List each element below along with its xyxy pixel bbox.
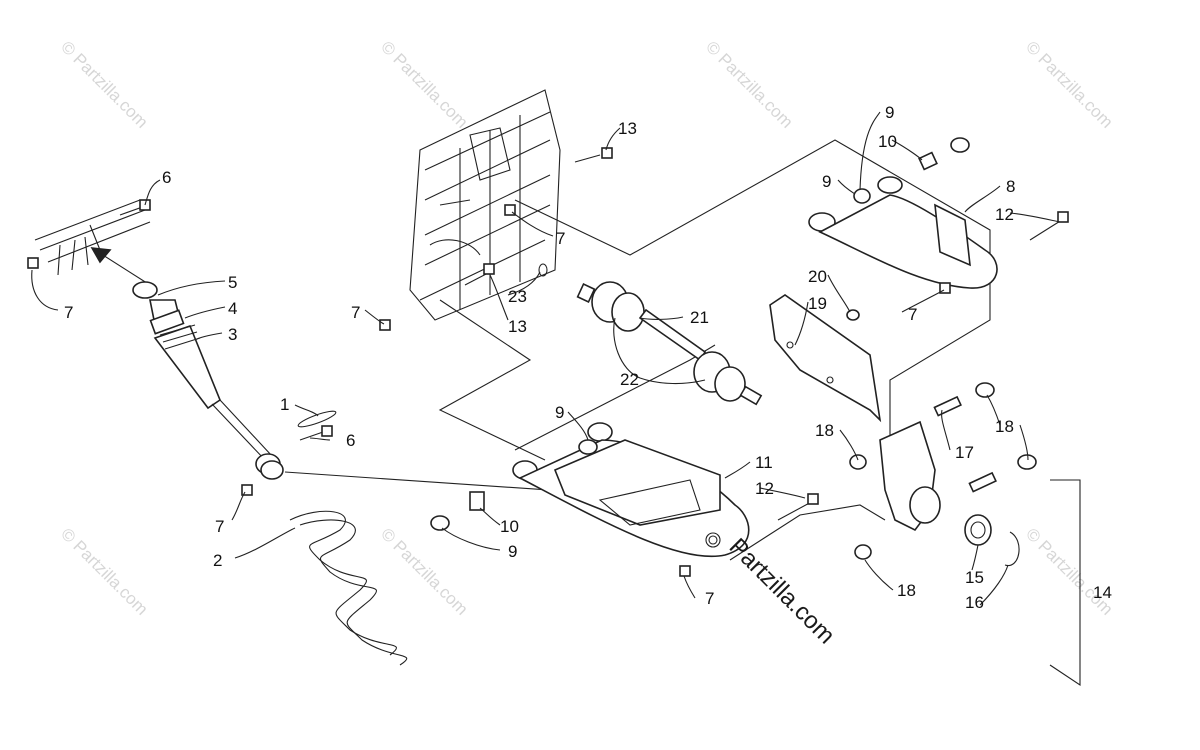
callout-6: 6 — [162, 168, 171, 187]
callout-9: 9 — [508, 542, 517, 561]
callout-23: 23 — [508, 287, 527, 306]
callout-5: 5 — [228, 273, 237, 292]
callout-2: 2 — [213, 551, 222, 570]
callout-9: 9 — [555, 403, 564, 422]
watermark-text: © Partzilla.com — [377, 524, 471, 618]
hardware — [27, 137, 1069, 577]
watermark-text: © Partzilla.com — [1022, 37, 1116, 131]
callout-leaders — [31, 111, 1061, 606]
callout-14: 14 — [1093, 583, 1112, 602]
callout-10: 10 — [878, 132, 897, 151]
callout-10: 10 — [500, 517, 519, 536]
callout-21: 21 — [690, 308, 709, 327]
callout-7: 7 — [64, 303, 73, 322]
shock-frame-mount — [34, 199, 151, 276]
watermark-text: © Partzilla.com — [377, 37, 471, 131]
callout-18: 18 — [815, 421, 834, 440]
watermark-text: © Partzilla.com — [57, 37, 151, 131]
callout-16: 16 — [965, 593, 984, 612]
callout-22: 22 — [620, 370, 639, 389]
arrow-head — [90, 247, 112, 264]
steering-knuckle — [879, 420, 1020, 566]
callout-18: 18 — [995, 417, 1014, 436]
guide-lines — [90, 139, 1081, 687]
watermark-text: © Partzilla.com — [702, 37, 796, 131]
callout-7: 7 — [705, 589, 714, 608]
frame-assembly — [409, 89, 561, 321]
callout-9: 9 — [822, 172, 831, 191]
callout-20: 20 — [808, 267, 827, 286]
callout-8: 8 — [1006, 177, 1015, 196]
watermark-text: © Partzilla.com — [1022, 524, 1116, 618]
callout-3: 3 — [228, 325, 237, 344]
drive-axle — [576, 281, 763, 406]
watermark-text: © Partzilla.com — [57, 524, 151, 618]
callout-4: 4 — [228, 299, 237, 318]
callout-7: 7 — [215, 517, 224, 536]
shock-absorber — [132, 281, 284, 480]
callout-18: 18 — [897, 581, 916, 600]
callout-13: 13 — [508, 317, 527, 336]
callout-12: 12 — [755, 479, 774, 498]
callout-17: 17 — [955, 443, 974, 462]
callout-7: 7 — [908, 305, 917, 324]
watermark-main: Partzilla.com — [724, 533, 840, 649]
callout-9: 9 — [885, 103, 894, 122]
upper-a-arm — [808, 176, 998, 289]
callout-labels: 1 2 3 4 5 6 6 7 7 7 7 7 7 8 9 9 9 9 10 1… — [64, 103, 1112, 612]
guard-plate — [769, 294, 882, 423]
callout-19: 19 — [808, 294, 827, 313]
coil-spring — [289, 510, 408, 666]
callout-15: 15 — [965, 568, 984, 587]
callout-12: 12 — [995, 205, 1014, 224]
callout-13: 13 — [618, 119, 637, 138]
callout-6: 6 — [346, 431, 355, 450]
callout-11: 11 — [755, 453, 773, 472]
callout-7: 7 — [351, 303, 360, 322]
callout-7: 7 — [556, 229, 565, 248]
callout-1: 1 — [280, 395, 289, 414]
lower-a-arm — [512, 422, 750, 558]
